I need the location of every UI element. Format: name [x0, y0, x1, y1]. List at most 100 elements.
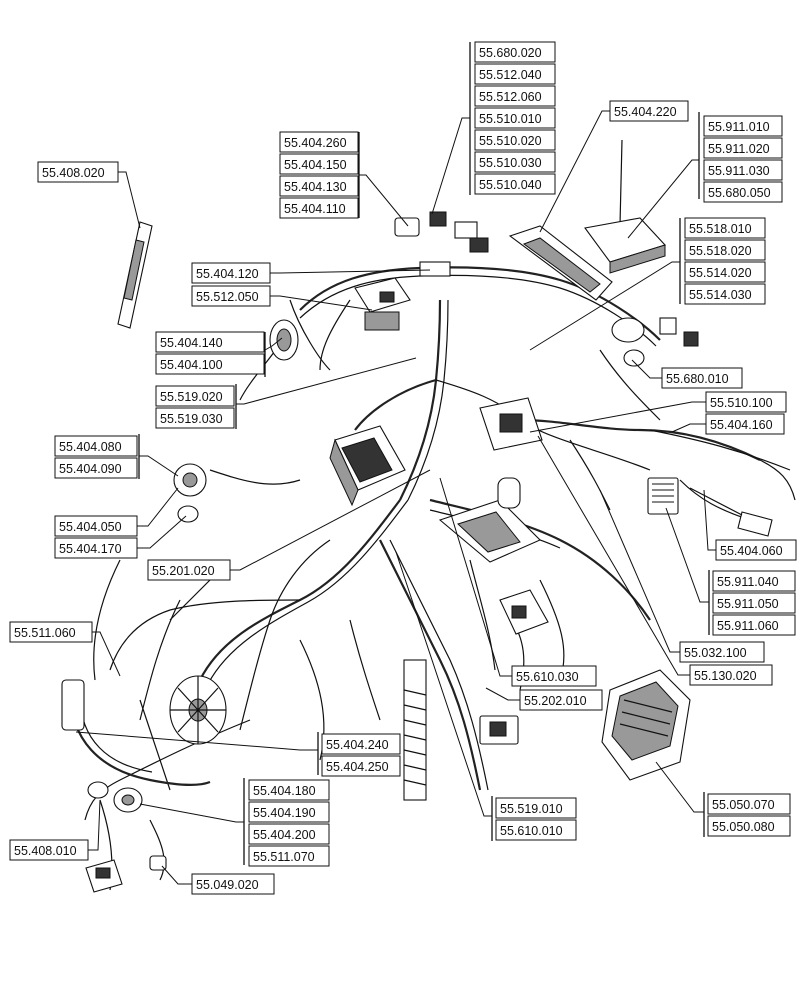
callout-label: 55.404.160: [710, 418, 773, 432]
callout-label: 55.404.170: [59, 542, 122, 556]
callout-group-519: 55.519.020 55.519.030: [155, 357, 417, 429]
callout-group-050: 55.050.070 55.050.080: [655, 761, 791, 837]
callout-label: 55.514.030: [689, 288, 752, 302]
callout-group-404-080: 55.404.080 55.404.090: [54, 434, 179, 479]
callout-group-519-610: 55.519.010 55.610.010: [395, 551, 577, 841]
callout-label: 55.519.030: [160, 412, 223, 426]
callout-label: 55.201.020: [152, 564, 215, 578]
callout-label: 55.511.070: [253, 850, 315, 864]
callout-55408020: 55.408.020: [37, 161, 141, 229]
callout-label: 55.911.010: [708, 120, 770, 134]
callout-label: 55.404.190: [253, 806, 316, 820]
main-controller-part: [329, 425, 406, 507]
callout-55680010: 55.680.010: [631, 359, 743, 389]
engine-component-part: [438, 477, 541, 563]
upper-connector-cluster: [394, 211, 489, 277]
callout-label: 55.049.020: [196, 878, 259, 892]
callout-label: 55.404.260: [284, 136, 347, 150]
callout-label: 55.404.080: [59, 440, 122, 454]
callout-label: 55.202.010: [524, 694, 587, 708]
display-panel-part: [508, 225, 613, 301]
callout-label: 55.680.050: [708, 186, 771, 200]
callout-55032100: 55.032.100: [599, 489, 765, 663]
callout-label: 55.512.060: [479, 90, 542, 104]
callout-label: 55.911.030: [708, 164, 770, 178]
callout-label: 55.518.010: [689, 222, 752, 236]
callout-label: 55.404.110: [284, 202, 346, 216]
callout-label: 55.404.060: [720, 544, 783, 558]
callout-55130020: 55.130.020: [537, 435, 773, 686]
callout-55510100: 55.510.100: [529, 391, 787, 433]
callout-group-911-lower: 55.911.040 55.911.050 55.911.060: [665, 507, 796, 636]
callout-55202010: 55.202.010: [485, 687, 603, 711]
callout-group-404-180: 55.404.180 55.404.190 55.404.200 55.511.…: [139, 778, 330, 867]
callout-label: 55.610.010: [500, 824, 563, 838]
callout-label: 55.404.240: [326, 738, 389, 752]
side-lamp-part: [689, 487, 773, 537]
callout-label: 55.404.100: [160, 358, 223, 372]
antenna-module-part: [584, 139, 666, 274]
callout-label: 55.510.030: [479, 156, 542, 170]
callout-label: 55.511.060: [14, 626, 76, 640]
callout-label: 55.510.010: [479, 112, 542, 126]
callout-55610030: 55.610.030: [439, 477, 597, 687]
callout-label: 55.911.060: [717, 619, 779, 633]
callout-55404170: 55.404.170: [54, 515, 187, 559]
callout-label: 55.512.050: [196, 290, 259, 304]
callout-label: 55.518.020: [689, 244, 752, 258]
callout-label: 55.680.010: [666, 372, 729, 386]
light-bar-part: [117, 221, 153, 329]
sensor-module-part: [499, 589, 549, 635]
callout-group-top: 55.680.020 55.512.040 55.512.060 55.510.…: [431, 41, 556, 215]
callout-layer: 55.680.020 55.512.040 55.512.060 55.510.…: [9, 41, 797, 895]
harness-assembly: [61, 139, 796, 893]
callout-label: 55.404.150: [284, 158, 347, 172]
callout-label: 55.130.020: [694, 669, 757, 683]
beacon-lamp-part: [173, 463, 207, 523]
callout-label: 55.519.010: [500, 802, 563, 816]
callout-label: 55.404.140: [160, 336, 223, 350]
relay-block-part: [354, 277, 411, 331]
callout-label: 55.050.080: [712, 820, 775, 834]
callout-label: 55.610.030: [516, 670, 579, 684]
side-module-part: [647, 477, 679, 515]
callout-label: 55.514.020: [689, 266, 752, 280]
callout-group-911: 55.911.010 55.911.020 55.911.030 55.680.…: [627, 112, 783, 239]
callout-label: 55.404.250: [326, 760, 389, 774]
callout-label: 55.404.220: [614, 105, 677, 119]
callout-label: 55.404.180: [253, 784, 316, 798]
callout-55404050: 55.404.050: [54, 487, 179, 537]
callout-label: 55.404.200: [253, 828, 316, 842]
callout-group-404-240: 55.404.240 55.404.250: [75, 731, 401, 777]
front-grill-part: [61, 679, 211, 786]
callout-55404120: 55.404.120: [191, 262, 431, 284]
callout-label: 55.510.020: [479, 134, 542, 148]
callout-label: 55.408.010: [14, 844, 77, 858]
callout-55049020: 55.049.020: [161, 865, 275, 895]
callout-label: 55.911.050: [717, 597, 779, 611]
callout-label: 55.404.120: [196, 267, 259, 281]
rear-connector-part: [85, 859, 123, 893]
cooling-fan-part: [169, 675, 227, 745]
callout-label: 55.404.050: [59, 520, 122, 534]
callout-group-404-140: 55.404.140 55.404.100: [155, 331, 283, 377]
starter-part: [479, 715, 519, 745]
callout-label: 55.404.090: [59, 462, 122, 476]
callout-55404160: 55.404.160: [671, 413, 785, 435]
callout-label: 55.911.020: [708, 142, 770, 156]
callout-55201020: 55.201.020: [147, 469, 431, 581]
battery-box-part: [601, 669, 691, 781]
callout-group-404-upper: 55.404.260 55.404.150 55.404.130 55.404.…: [279, 131, 409, 227]
lamp-cluster-right-part: [611, 317, 699, 367]
callout-55404220: 55.404.220: [539, 100, 689, 233]
lower-lamp-part: [87, 781, 143, 813]
callout-label: 55.050.070: [712, 798, 775, 812]
fuse-block-part: [479, 397, 543, 451]
callout-label: 55.510.040: [479, 178, 542, 192]
callout-55404060: 55.404.060: [703, 489, 797, 561]
callout-label: 55.510.100: [710, 396, 773, 410]
callout-55408010: 55.408.010: [9, 799, 101, 861]
callout-label: 55.408.020: [42, 166, 105, 180]
